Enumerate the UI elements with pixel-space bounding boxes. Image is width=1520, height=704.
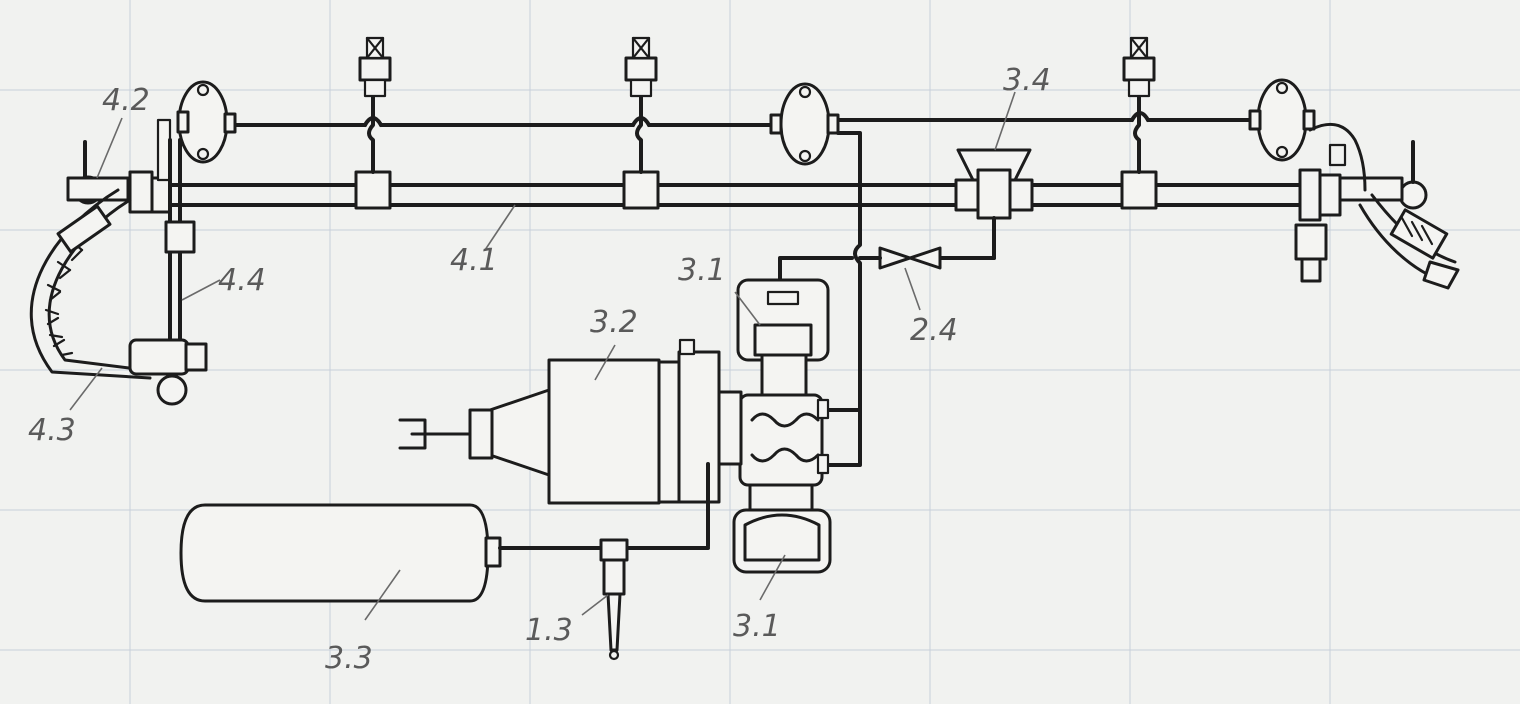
label-3-1-bottom: 3.1 [733, 609, 781, 644]
air-reservoir [179, 503, 710, 603]
label-3-4: 3.4 [1003, 63, 1051, 98]
brake-cylinder [398, 338, 743, 548]
oval-flange-left [176, 80, 237, 164]
label-3-1-top: 3.1 [678, 253, 726, 288]
label-3-3: 3.3 [325, 641, 373, 676]
upper-control-line [228, 111, 1257, 127]
label-3-2: 3.2 [590, 305, 638, 340]
left-end-cock [66, 118, 196, 367]
label-4-3: 4.3 [28, 413, 76, 448]
oval-flange-right [1248, 78, 1316, 162]
label-4-1: 4.1 [450, 243, 498, 278]
label-4-4: 4.4 [218, 263, 266, 298]
pipe-tap-1 [354, 36, 392, 210]
oval-flange-middle [769, 82, 840, 166]
disconnect-valve [778, 246, 996, 282]
label-2-4: 2.4 [910, 313, 958, 348]
right-end-cock [1294, 122, 1428, 283]
label-1-3: 1.3 [525, 613, 573, 648]
drain-cock [599, 538, 629, 661]
right-coupling-hose [1358, 193, 1460, 290]
pipe-tap-2 [622, 36, 660, 210]
pipe-tap-3 [1120, 36, 1158, 210]
left-coupling-hose [29, 188, 208, 406]
leader-lines [69, 91, 1016, 621]
air-distributor [732, 278, 832, 574]
tee-dirt-collector [954, 148, 1034, 260]
label-4-2: 4.2 [102, 83, 150, 118]
